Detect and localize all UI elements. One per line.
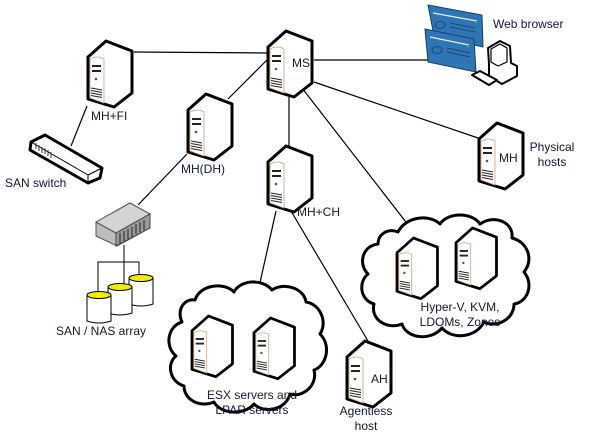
edge-mh-ch-ah (290, 210, 369, 342)
esx-cloud-label: ESX servers and LPAR servers (196, 388, 308, 418)
edge-mh-dh-nas-device (137, 153, 188, 206)
physical-hosts-caption-line2: hosts (537, 155, 567, 169)
esx-cloud-label-line1: ESX servers and (206, 388, 298, 402)
hyperv-cloud-label-line1: Hyper-V, KVM, (420, 300, 500, 314)
hyperv-cloud-label: Hyper-V, KVM, LDOMs, Zones (410, 300, 510, 330)
agentless-host-caption-line1: Agentless (339, 404, 393, 418)
mh-ch-server-icon[interactable] (266, 144, 314, 214)
mh-ch-label: MH+CH (297, 205, 341, 219)
web-browser-icon[interactable] (424, 4, 518, 86)
edge-ms-hyperv-cloud (301, 87, 410, 227)
mh-dh-server-icon[interactable] (186, 92, 234, 162)
san-nas-array-label: SAN / NAS array (56, 324, 147, 338)
edge-mh-fi-san-switch (70, 105, 88, 147)
array-connectors (97, 245, 140, 291)
san-switch-label: SAN switch (5, 176, 67, 190)
edge-ms-mh-physical (313, 81, 479, 139)
hyperv-cloud-label-line2: LDOMs, Zones (419, 315, 501, 329)
hyperv-server-2-icon[interactable] (454, 226, 498, 291)
physical-hosts-caption-line1: Physical (529, 140, 575, 154)
agentless-host-caption: Agentless host (336, 404, 396, 434)
disk-array-icon[interactable] (86, 274, 154, 324)
physical-host-mh-label: MH (499, 151, 518, 165)
mh-dh-label: MH(DH) (181, 162, 225, 176)
edge-ms-mh-dh (227, 59, 268, 100)
esx-server-2-icon[interactable] (252, 316, 296, 381)
storage-controller-icon[interactable] (94, 202, 152, 247)
mh-fi-server-icon[interactable] (86, 39, 134, 109)
esx-cloud-label-line2: LPAR servers (215, 403, 289, 417)
web-browser-label: Web browser (493, 17, 564, 31)
agentless-host-caption-line2: host (354, 419, 378, 433)
physical-hosts-caption: Physical hosts (528, 140, 576, 170)
mh-fi-label: MH+FI (91, 109, 128, 123)
esx-server-1-icon[interactable] (190, 314, 234, 379)
esx-lpar-cloud[interactable] (167, 280, 329, 414)
edges (70, 51, 479, 342)
edge-ms-mh-fi (133, 51, 268, 54)
san-switch-icon[interactable] (28, 133, 104, 185)
ms-label: MS (292, 56, 310, 70)
ah-label: AH (371, 372, 388, 386)
hyperv-server-1-icon[interactable] (395, 236, 439, 301)
